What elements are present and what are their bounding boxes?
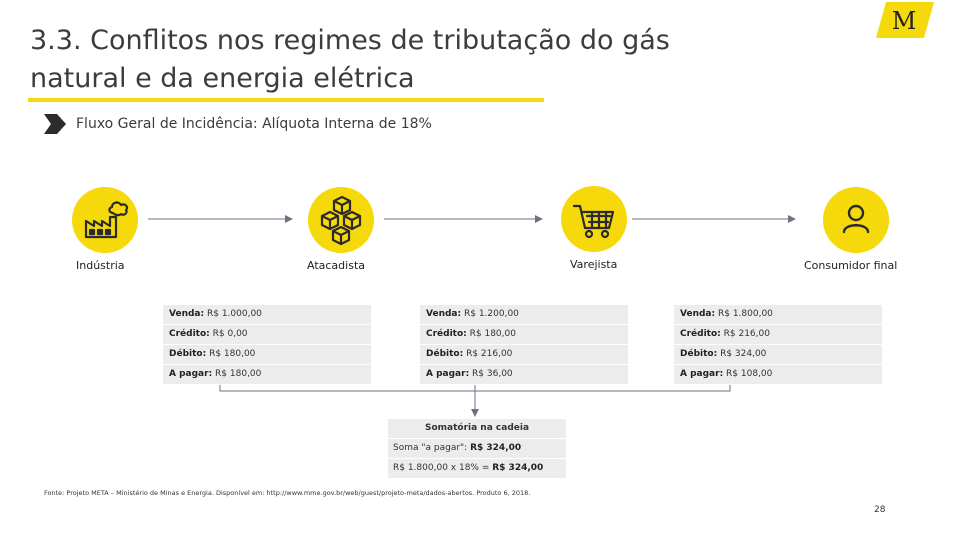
row-label: Venda: [169, 309, 205, 319]
summary-line-2-value: R$ 324,00 [492, 463, 544, 473]
row-label: Crédito: [169, 329, 210, 339]
summary-line-1-value: R$ 324,00 [470, 443, 522, 453]
node-consumidor-circle [823, 187, 889, 253]
row-label: A pagar: [169, 369, 213, 379]
title-line-2: natural e da energia elétrica [30, 63, 415, 94]
row-label: Crédito: [680, 329, 721, 339]
node-industria-circle [72, 187, 138, 253]
title-underline [28, 98, 544, 102]
values-box-industria: Venda: R$ 1.000,00 Crédito: R$ 0,00 Débi… [163, 305, 371, 385]
row-debito: Débito: R$ 180,00 [163, 345, 371, 365]
node-atacadista-circle [308, 187, 374, 253]
row-value: R$ 108,00 [726, 369, 773, 379]
row-label: A pagar: [680, 369, 724, 379]
summary-line-2-text: R$ 1.800,00 x 18% = [393, 463, 493, 473]
row-a-pagar: A pagar: R$ 36,00 [420, 365, 628, 385]
row-label: Débito: [680, 349, 718, 359]
page-number: 28 [874, 505, 886, 515]
row-value: R$ 1.800,00 [717, 309, 773, 319]
node-varejista-circle [561, 186, 627, 252]
row-value: R$ 180,00 [215, 369, 262, 379]
node-label-consumidor-final: Consumidor final [804, 259, 898, 272]
row-label: Venda: [426, 309, 462, 319]
row-label: Venda: [680, 309, 716, 319]
row-value: R$ 36,00 [472, 369, 513, 379]
row-credito: Crédito: R$ 180,00 [420, 325, 628, 345]
row-a-pagar: A pagar: R$ 180,00 [163, 365, 371, 385]
values-box-varejista: Venda: R$ 1.800,00 Crédito: R$ 216,00 Dé… [674, 305, 882, 385]
row-value: R$ 1.200,00 [463, 309, 519, 319]
row-credito: Crédito: R$ 216,00 [674, 325, 882, 345]
row-value: R$ 180,00 [209, 349, 256, 359]
row-debito: Débito: R$ 216,00 [420, 345, 628, 365]
row-debito: Débito: R$ 324,00 [674, 345, 882, 365]
factory-icon [84, 201, 129, 239]
slide-title: 3.3. Conflitos nos regimes de tributação… [30, 22, 850, 98]
row-venda: Venda: R$ 1.200,00 [420, 305, 628, 325]
node-label-industria: Indústria [76, 259, 125, 272]
row-a-pagar: A pagar: R$ 108,00 [674, 365, 882, 385]
row-credito: Crédito: R$ 0,00 [163, 325, 371, 345]
summary-line-2: R$ 1.800,00 x 18% = R$ 324,00 [388, 459, 566, 479]
summary-box: Somatória na cadeia Soma "a pagar": R$ 3… [388, 419, 566, 479]
subtitle-text: Fluxo Geral de Incidência: Alíquota Inte… [76, 116, 432, 132]
row-value: R$ 180,00 [469, 329, 516, 339]
row-label: A pagar: [426, 369, 470, 379]
node-label-atacadista: Atacadista [307, 259, 365, 272]
summary-heading: Somatória na cadeia [388, 419, 566, 439]
row-label: Débito: [169, 349, 207, 359]
row-value: R$ 324,00 [720, 349, 767, 359]
values-box-atacadista: Venda: R$ 1.200,00 Crédito: R$ 180,00 Dé… [420, 305, 628, 385]
summary-line-1: Soma "a pagar": R$ 324,00 [388, 439, 566, 459]
row-value: R$ 216,00 [723, 329, 770, 339]
brand-logo: M [876, 2, 934, 38]
logo-text: M [892, 7, 917, 35]
row-venda: Venda: R$ 1.800,00 [674, 305, 882, 325]
title-line-1: 3.3. Conflitos nos regimes de tributação… [30, 25, 670, 56]
person-icon [842, 204, 870, 234]
row-label: Débito: [426, 349, 464, 359]
row-label: Crédito: [426, 329, 467, 339]
summary-line-1-text: Soma "a pagar": [393, 443, 471, 453]
source-note: Fonte: Projeto META – Ministério de Mina… [44, 489, 531, 497]
node-label-varejista: Varejista [570, 258, 618, 271]
chevron-right-icon [44, 114, 66, 134]
row-venda: Venda: R$ 1.000,00 [163, 305, 371, 325]
row-value: R$ 1.000,00 [206, 309, 262, 319]
row-value: R$ 0,00 [212, 329, 248, 339]
boxes-icon [320, 195, 362, 246]
subtitle-row: Fluxo Geral de Incidência: Alíquota Inte… [44, 114, 432, 134]
row-value: R$ 216,00 [466, 349, 513, 359]
shopping-cart-icon [572, 204, 615, 239]
